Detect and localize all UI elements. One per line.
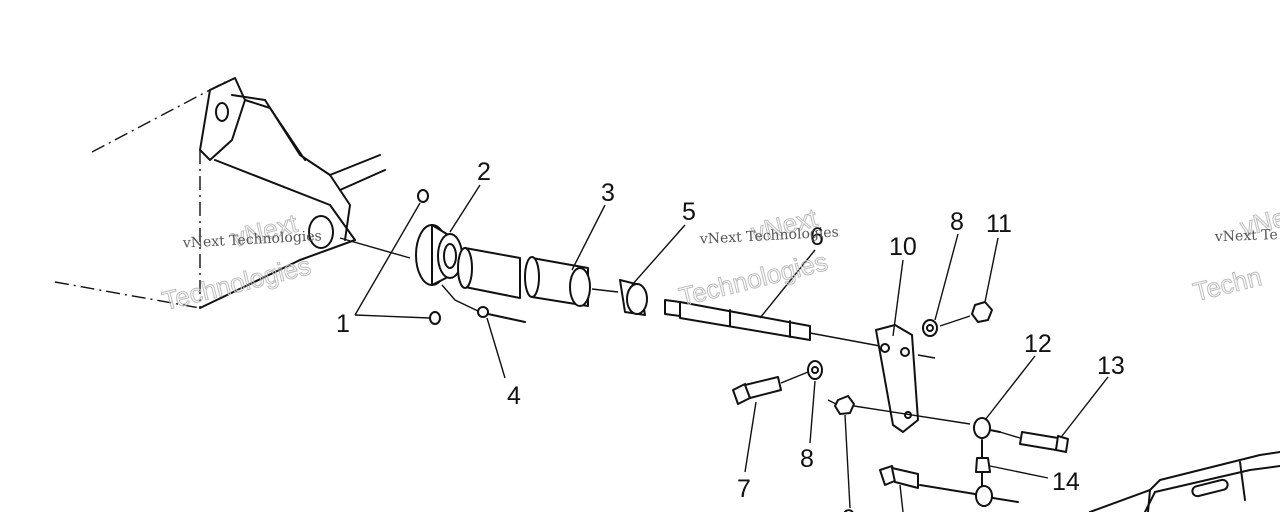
watermark-center-technologies: Technologies (676, 246, 831, 312)
watermark-right: vNe Techn vNext Te (1190, 202, 1280, 308)
callout-6: 6 (810, 223, 824, 251)
part-11-nut (939, 301, 993, 327)
callout-13: 13 (1097, 352, 1125, 380)
part-3-tube (457, 247, 591, 307)
part-6-shaft (664, 299, 881, 347)
part-8-washers (807, 319, 938, 380)
callout-12: 12 (1024, 330, 1052, 358)
callout-labels: 1 2 3 4 5 6 7 8 8 9 10 11 12 13 14 (336, 158, 1125, 512)
part-2-flange-bushing (415, 224, 481, 313)
callout-9: 9 (842, 505, 856, 512)
part-13-bolt (999, 431, 1069, 453)
callout-10: 10 (889, 233, 917, 261)
callout-11: 11 (986, 210, 1012, 238)
callout-7: 7 (737, 475, 751, 503)
watermark-left-text: vNext Technologies (181, 228, 322, 251)
watermark-left-technologies: Technologies (159, 250, 314, 316)
callout-2: 2 (477, 158, 491, 186)
part-10-bracket (875, 324, 936, 433)
part-4-pin (477, 306, 526, 323)
callout-3: 3 (601, 179, 615, 207)
watermark-center: vNext Technologies vNext Technologies (675, 202, 839, 313)
watermark-right-text: vNext Te (1214, 227, 1278, 245)
watermark-center-text: vNext Technologies (698, 224, 839, 247)
callout-14: 14 (1052, 468, 1080, 496)
leader-lines (449, 184, 1109, 512)
frame-housing (54, 77, 411, 309)
callout-5: 5 (682, 198, 696, 226)
watermark-left: vNext Technologies vNext Technologies (159, 207, 323, 316)
frame-rail-right (1089, 451, 1280, 512)
lower-bolt (879, 465, 919, 489)
part-1-fittings (354, 189, 441, 325)
callout-1: 1 (336, 310, 350, 338)
part-7-bolt (732, 371, 809, 405)
part-5-collar (591, 279, 648, 316)
part-12-rod-end (919, 417, 1019, 507)
part-9-nut (827, 395, 971, 425)
callout-8-bottom: 8 (800, 445, 814, 473)
watermark-right-technologies: Techn (1190, 261, 1265, 307)
callout-8-top: 8 (950, 208, 964, 236)
callout-4: 4 (507, 382, 521, 410)
